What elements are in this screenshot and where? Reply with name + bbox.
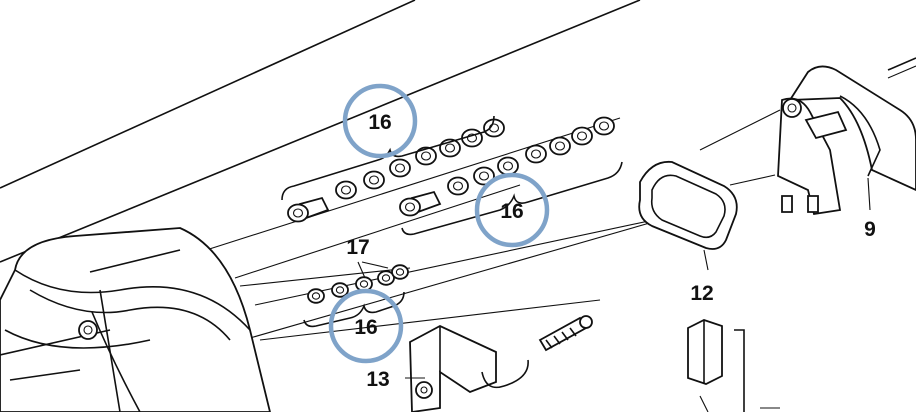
washer-upper-3 — [389, 158, 411, 178]
part-label-12: 12 — [690, 282, 713, 305]
washer-lower-6 — [571, 126, 593, 146]
sleeve-upper-end — [287, 203, 309, 223]
washer-row-upper — [287, 118, 505, 223]
washer-upper-6-hole — [466, 133, 478, 143]
washer-lower-4-hole — [530, 149, 542, 159]
washer-small-5-hole — [395, 268, 405, 276]
part-label-13: 13 — [366, 368, 389, 391]
housing-part — [0, 227, 271, 412]
sleeve-upper-end-hole — [292, 208, 304, 218]
bracket-marks — [281, 115, 623, 328]
washer-row-small — [307, 264, 409, 304]
part-label-9: 9 — [864, 218, 876, 241]
washer-small-3-hole — [359, 280, 369, 288]
washer-lower-3-hole — [502, 161, 514, 171]
assembly-guide-lines — [0, 0, 781, 411]
washer-lower-5-hole — [554, 141, 566, 151]
part-label-17: 17 — [346, 236, 369, 259]
washer-lower-2-hole — [478, 171, 490, 181]
washer-small-1 — [307, 288, 325, 304]
washer-small-1-hole — [311, 292, 321, 300]
sleeve-lower-end-hole — [404, 202, 416, 212]
washer-lower-1-hole — [452, 181, 464, 191]
washer-upper-4 — [415, 146, 437, 166]
callout-label-1: 16 — [368, 111, 391, 134]
callout-label-2: 16 — [500, 200, 523, 223]
washer-upper-1-hole — [340, 185, 352, 195]
washer-small-5 — [391, 264, 409, 280]
washer-lower-7 — [593, 116, 615, 136]
washer-upper-3-hole — [394, 163, 406, 173]
washer-small-4-hole — [381, 274, 391, 282]
washer-lower-5 — [549, 136, 571, 156]
washer-small-4 — [377, 270, 395, 286]
washer-lower-4 — [525, 144, 547, 164]
washer-upper-2-hole — [368, 175, 380, 185]
washer-small-3 — [355, 276, 373, 292]
washer-lower-6-hole — [576, 131, 588, 141]
callout-circle-2: 16 — [474, 172, 550, 248]
washer-upper-5-hole — [444, 143, 456, 153]
washer-lower-3 — [497, 156, 519, 176]
callout-circle-1: 16 — [342, 83, 418, 159]
bracket-part-13 — [409, 315, 593, 412]
washer-small-2 — [331, 282, 349, 298]
washer-lower-7-hole — [598, 121, 610, 131]
washer-small-2-hole — [335, 286, 345, 294]
washer-upper-2 — [363, 170, 385, 190]
washer-lower-1 — [447, 176, 469, 196]
washer-row-lower — [399, 116, 615, 217]
gasket-part — [638, 160, 738, 271]
callout-circle-3: 16 — [328, 288, 404, 364]
sleeve-lower-end — [399, 197, 421, 217]
callout-label-3: 16 — [354, 316, 377, 339]
washer-lower-2 — [473, 166, 495, 186]
washer-upper-1 — [335, 180, 357, 200]
brush-holder-part — [687, 319, 780, 412]
washer-upper-4-hole — [420, 151, 432, 161]
regulator-part — [777, 57, 916, 216]
